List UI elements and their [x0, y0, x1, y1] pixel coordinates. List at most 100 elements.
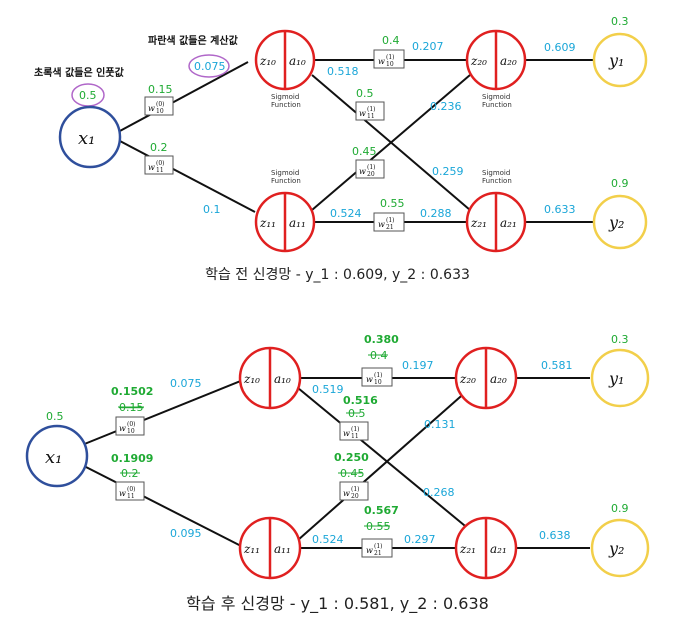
svg-text:(1): (1): [374, 543, 383, 550]
svg-text:w: w: [148, 104, 155, 113]
edge-x1-z10: [117, 61, 249, 133]
weight-a11-z20: 0.45: [352, 145, 377, 158]
svg-text:(0): (0): [156, 101, 165, 108]
target-y2: 0.9: [611, 177, 629, 190]
caption-after-training: 학습 후 신경망 - y_1 : 0.581, y_2 : 0.638: [186, 594, 489, 613]
output-node-y1: [592, 32, 648, 88]
new-weight-x1-z11: 0.1909: [111, 452, 153, 465]
bottom-network: 0.5 x₁ 0.1502 0.15 w(0)10 0.075 0.1909 0…: [25, 333, 650, 580]
a10-value: 0.518: [327, 65, 359, 78]
computed-a10-z20: 0.207: [412, 40, 444, 53]
svg-text:w: w: [359, 167, 366, 176]
annotation-blue-computed: 파란색 값들은 계산값: [148, 34, 239, 47]
new-weight-a10-z21: 0.516: [343, 394, 378, 407]
edge-x1-z11-b: [81, 464, 246, 549]
hidden-node-20-b: z₂₀ a₂₀: [454, 346, 518, 410]
svg-text:(0): (0): [127, 421, 136, 428]
a21-label: a₂₁: [500, 216, 517, 230]
svg-text:(1): (1): [386, 54, 395, 61]
weight-x1-z10: 0.15: [148, 83, 173, 96]
new-weight-x1-z10: 0.1502: [111, 385, 153, 398]
a20-label: a₂₀: [500, 54, 517, 68]
computed-x1-z11-b: 0.095: [170, 527, 202, 540]
weight-box-w20-1-b: [339, 481, 369, 501]
caption-before-training: 학습 전 신경망 - y_1 : 0.609, y_2 : 0.633: [205, 267, 470, 283]
weight-box-w10-0: [144, 96, 174, 116]
computed-a10-z21: 0.259: [432, 165, 464, 178]
edge-a10-z21-b: [297, 387, 471, 531]
svg-text:11: 11: [367, 113, 375, 120]
computed-value-ellipse: [188, 54, 230, 78]
svg-text:a₂₀: a₂₀: [490, 372, 507, 386]
computed-x1-z10: 0.075: [194, 60, 226, 73]
svg-text:20: 20: [351, 493, 359, 500]
hidden-node-10: z₁₀ a₁₀: [254, 29, 316, 91]
svg-text:(1): (1): [374, 372, 383, 379]
weight-box-w11-1-b: [339, 421, 369, 441]
top-network: 초록색 값들은 인풋값 0.5 파란색 값들은 계산값 0.075 x₁ 0.1…: [34, 15, 648, 253]
weight-box-w11-0-b: [115, 481, 145, 501]
svg-text:w: w: [378, 57, 385, 66]
weight-box-w21-1: [373, 212, 405, 232]
target-y1: 0.3: [611, 15, 629, 28]
z10-label: z₁₀: [259, 54, 276, 68]
sigmoid-label-21: Sigmoid: [482, 169, 510, 177]
y2-label: y₂: [608, 213, 624, 232]
y1-label: y₁: [608, 51, 624, 70]
svg-text:w: w: [343, 429, 350, 438]
weight-a11-z21: 0.55: [380, 197, 405, 210]
computed-a11-z21-b: 0.297: [404, 533, 436, 546]
svg-text:w: w: [119, 424, 126, 433]
new-weight-a11-z20: 0.250: [334, 451, 369, 464]
svg-text:y₂: y₂: [608, 539, 624, 558]
svg-text:Function: Function: [271, 101, 301, 109]
edge-x1-z11: [117, 139, 256, 213]
hidden-node-11-b: z₁₁ a₁₁: [238, 516, 302, 580]
input-value-b: 0.5: [46, 410, 64, 423]
svg-text:(0): (0): [127, 486, 136, 493]
hidden-node-21-b: z₂₁ a₂₁: [454, 516, 518, 580]
computed-x1-z10-b: 0.075: [170, 377, 202, 390]
computed-x1-z11: 0.1: [203, 203, 221, 216]
weight-box-w20-1: [355, 159, 385, 179]
output-node-y1-b: [590, 348, 650, 408]
z21-label: z₂₁: [470, 216, 487, 230]
svg-text:11: 11: [156, 167, 164, 174]
input-value: 0.5: [79, 89, 97, 102]
x1-label: x₁: [78, 128, 95, 149]
svg-text:w: w: [366, 375, 373, 384]
svg-text:Function: Function: [271, 177, 301, 185]
weight-box-w11-0: [144, 155, 174, 175]
computed-a11-z21: 0.288: [420, 207, 452, 220]
z11-label: z₁₁: [259, 216, 276, 230]
svg-text:(1): (1): [351, 486, 360, 493]
computed-a10-z20-b: 0.197: [402, 359, 434, 372]
svg-text:(1): (1): [367, 164, 376, 171]
weight-a10-z21: 0.5: [356, 87, 374, 100]
output-value-y2-b: 0.638: [539, 529, 571, 542]
hidden-node-21: z₂₁ a₂₁: [465, 191, 527, 253]
output-value-y1-b: 0.581: [541, 359, 573, 372]
svg-text:z₂₀: z₂₀: [459, 372, 476, 386]
weight-x1-z11: 0.2: [150, 141, 168, 154]
sigmoid-label-10: Sigmoid: [271, 93, 299, 101]
svg-text:z₁₁: z₁₁: [243, 542, 260, 556]
weight-a10-z20: 0.4: [382, 34, 400, 47]
svg-text:Function: Function: [482, 177, 512, 185]
svg-text:w: w: [378, 220, 385, 229]
svg-text:10: 10: [374, 379, 382, 386]
svg-text:z₂₁: z₂₁: [459, 542, 476, 556]
svg-text:w: w: [148, 163, 155, 172]
svg-text:a₁₁: a₁₁: [274, 542, 291, 556]
new-weight-a10-z20: 0.380: [364, 333, 399, 346]
weight-box-w10-0-b: [115, 416, 145, 436]
a10-label: a₁₀: [289, 54, 306, 68]
svg-text:a₂₁: a₂₁: [490, 542, 507, 556]
weight-box-w21-1-b: [361, 538, 393, 558]
edge-x1-z10-b: [81, 377, 249, 446]
z20-label: z₂₀: [470, 54, 487, 68]
hidden-node-11: z₁₁ a₁₁: [254, 191, 316, 253]
a11-value-b: 0.524: [312, 533, 344, 546]
output-value-y1: 0.609: [544, 41, 576, 54]
